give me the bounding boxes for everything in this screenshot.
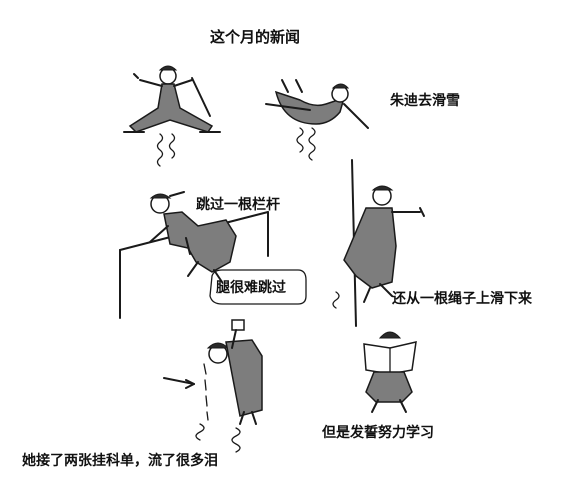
- snow-squiggles-fallen: [296, 127, 316, 161]
- snow-squiggles-skier: [156, 133, 176, 167]
- skier-figure-splits: [123, 65, 221, 133]
- crying-figure: [163, 319, 263, 425]
- rope-climber-figure: [343, 185, 425, 303]
- caption-ski: 朱迪去滑雪: [390, 93, 460, 109]
- caption-study: 但是发誓努力学习: [322, 425, 434, 441]
- caption-tears: 她接了两张挂科单，流了很多泪: [22, 453, 218, 469]
- rope-squiggles: [332, 291, 340, 309]
- page-title: 这个月的新闻: [210, 28, 301, 46]
- speech-fence: 腿很难跳过: [216, 280, 286, 296]
- caption-fence: 跳过一根栏杆: [196, 197, 280, 213]
- reading-figure: [363, 331, 417, 413]
- floor-squiggles-crying: [195, 423, 241, 453]
- caption-rope: 还从一根绳子上滑下来: [392, 291, 532, 307]
- fence-climber-figure: [149, 191, 237, 283]
- skier-figure-fallen: [265, 79, 369, 129]
- speech-bubble-fence: [209, 269, 307, 305]
